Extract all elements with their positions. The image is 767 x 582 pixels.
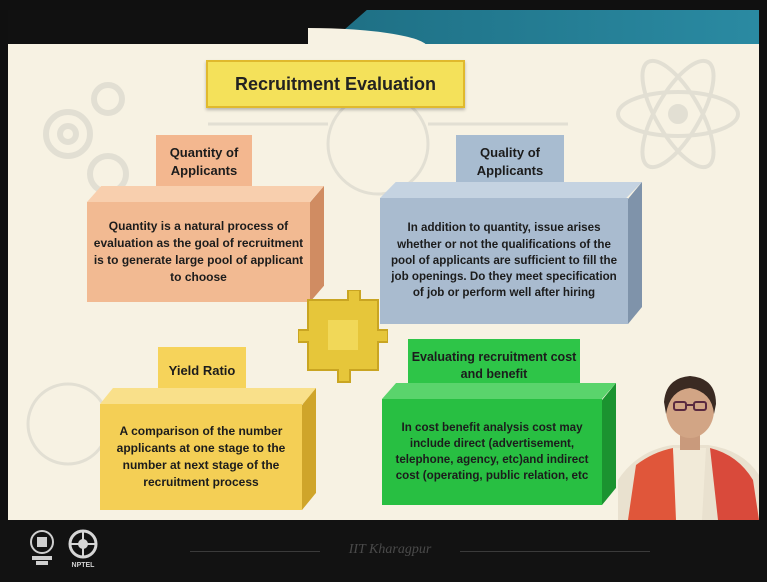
cost-heading: Evaluating recruitment cost and benefit — [411, 349, 577, 382]
quantity-heading-box: Quantity of Applicants — [156, 135, 252, 189]
yield-body: A comparison of the number applicants at… — [116, 424, 286, 489]
yield-heading: Yield Ratio — [168, 362, 236, 378]
background-pattern — [26, 58, 740, 466]
cost-body: In cost benefit analysis cost may includ… — [395, 420, 589, 483]
slide-title: Recruitment Evaluation — [234, 73, 437, 94]
yield-body-box: A comparison of the number applicants at… — [100, 388, 316, 510]
speaker-video — [618, 376, 759, 520]
footer-bar: NPTEL IIT Kharagpur — [0, 520, 767, 582]
slide-title-box: Recruitment Evaluation — [206, 60, 465, 108]
cost-body-box: In cost benefit analysis cost may includ… — [382, 383, 616, 505]
quantity-body-box: Quantity is a natural process of evaluat… — [87, 186, 324, 302]
quality-heading-box: Quality of Applicants — [456, 135, 564, 189]
footer-institute: IIT Kharagpur — [320, 542, 460, 558]
lecture-slide: Recruitment Evaluation Quantity of Appli… — [8, 10, 759, 520]
gear-icon — [43, 82, 129, 195]
puzzle-icon — [298, 290, 388, 383]
nptel-logo-icon — [68, 529, 98, 559]
quality-heading: Quality of Applicants — [476, 144, 544, 178]
yield-heading-box: Yield Ratio — [158, 347, 246, 395]
atom-icon — [616, 58, 740, 170]
nptel-label: NPTEL — [71, 562, 95, 569]
quantity-heading: Quantity of Applicants — [169, 144, 239, 178]
nptel-logo: NPTEL — [68, 528, 98, 574]
quality-body-box: In addition to quantity, issue arises wh… — [380, 182, 642, 324]
quality-body: In addition to quantity, issue arises wh… — [390, 221, 618, 300]
quantity-body: Quantity is a natural process of evaluat… — [93, 219, 304, 284]
iit-emblem-icon — [30, 530, 54, 565]
